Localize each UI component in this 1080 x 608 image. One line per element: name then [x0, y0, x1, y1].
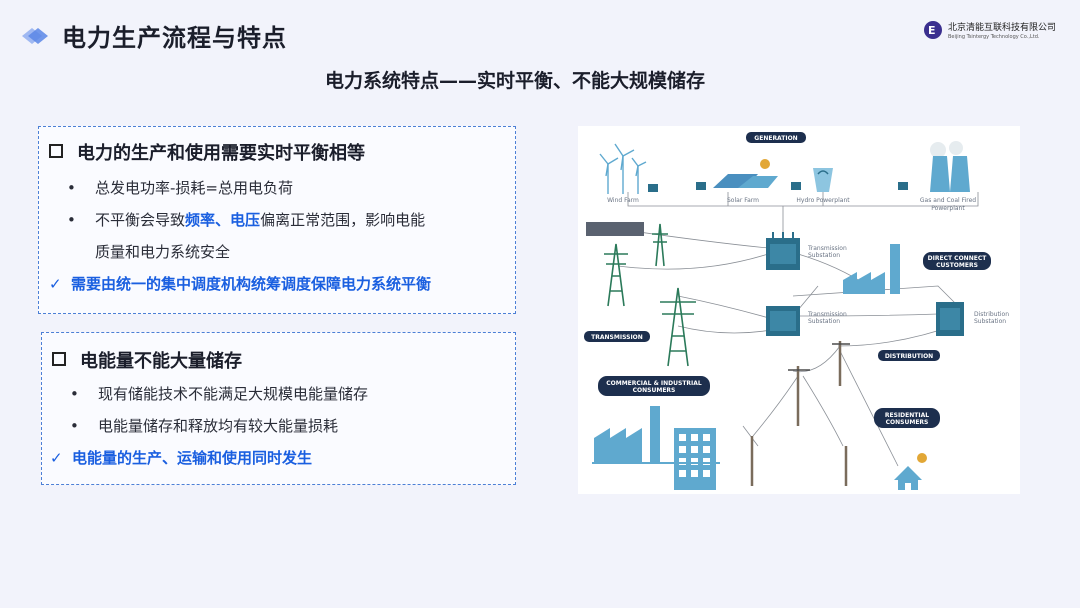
- company-logo: E 北京清能互联科技有限公司 Beijing Tsintergy Technol…: [923, 20, 1056, 40]
- slide-subtitle: 电力系统特点——实时平衡、不能大规模储存: [324, 70, 705, 92]
- check-item: ✓电能量的生产、运输和使用同时发生: [50, 449, 313, 467]
- square-bullet-icon: [52, 352, 66, 366]
- residential-label-bg: [874, 408, 940, 428]
- transmission-substation-label-1: Transmission: [807, 245, 847, 252]
- balance-heading: 电力的生产和使用需要实时平衡相等: [49, 139, 365, 165]
- list-item: •现有储能技术不能满足大规模电能量储存: [70, 385, 369, 403]
- storage-heading: 电能量不能大量储存: [52, 347, 242, 373]
- commercial-label-bg: [598, 376, 710, 396]
- distribution-label: DISTRIBUTION: [885, 353, 933, 360]
- page-title: 电力生产流程与特点: [62, 24, 287, 52]
- highlight-voltage: 电压: [230, 211, 261, 229]
- transmission-substation-2-label-1: Transmission: [807, 311, 847, 318]
- redaction-block: [586, 222, 644, 236]
- gas-coal-plant-icon: [898, 141, 970, 192]
- power-system-diagram: GENERATION Wind Farm Solar Farm Hydro Po…: [578, 126, 1020, 494]
- generation-label: GENERATION: [754, 135, 797, 142]
- distribution-substation-label-1: Distribution: [974, 311, 1009, 318]
- svg-text:E: E: [928, 24, 936, 37]
- wind-turbine-icon: [599, 143, 647, 194]
- direct-connect-label-1: DIRECT CONNECT: [928, 255, 988, 262]
- check-icon: ✓: [50, 449, 63, 467]
- list-item: •不平衡会导致频率、电压偏离正常范围，影响电能: [67, 211, 426, 229]
- hydro-plant-icon: [791, 168, 833, 192]
- distribution-substation-label-2: Substation: [974, 318, 1006, 325]
- office-building-icon: [674, 428, 716, 490]
- transmission-label: TRANSMISSION: [591, 334, 643, 341]
- company-name-cn: 北京清能互联科技有限公司: [947, 23, 1056, 33]
- title-logo-icon: [22, 28, 48, 44]
- list-item: •总发电功率-损耗=总用电负荷: [67, 179, 293, 197]
- bullet-icon: •: [67, 211, 76, 229]
- direct-connect-label-2: CUSTOMERS: [936, 262, 978, 269]
- distribution-label-bg: [878, 350, 940, 361]
- residential-label-2: CONSUMERS: [886, 419, 929, 426]
- residential-label-1: RESIDENTIAL: [885, 412, 929, 419]
- transmission-substation-icon: [766, 232, 800, 270]
- distribution-substation-icon: [936, 302, 964, 336]
- direct-connect-label-bg: [923, 252, 991, 270]
- industrial-building-icon: [594, 406, 660, 464]
- storage-section: 电能量不能大量储存 •现有储能技术不能满足大规模电能量储存 •电能量储存和释放均…: [41, 332, 516, 485]
- bullet-icon: •: [70, 417, 79, 435]
- company-name-en: Beijing Tsintergy Technology Co.,Ltd.: [947, 34, 1040, 40]
- transmission-label-bg: [584, 331, 650, 342]
- house-icon: [894, 453, 927, 490]
- gas-coal-label-2: Powerplant: [931, 205, 965, 212]
- transmission-substation-2-icon: [766, 306, 800, 336]
- check-icon: ✓: [49, 275, 62, 293]
- hydro-powerplant-label: Hydro Powerplant: [796, 197, 850, 204]
- list-item: •电能量储存和释放均有较大能量损耗: [70, 417, 339, 435]
- bullet-icon: •: [70, 385, 79, 403]
- company-logo-icon: E: [923, 21, 942, 39]
- transmission-substation-label-2: Substation: [808, 252, 840, 259]
- solar-panel-icon: [696, 159, 778, 190]
- check-item: ✓需要由统一的集中调度机构统筹调度保障电力系统平衡: [49, 275, 432, 293]
- transmission-substation-2-label-2: Substation: [808, 318, 840, 325]
- commercial-label-2: CONSUMERS: [633, 387, 676, 394]
- power-system-svg: GENERATION Wind Farm Solar Farm Hydro Po…: [584, 132, 1009, 490]
- generation-label-bg: [746, 132, 806, 143]
- list-item-continuation: 质量和电力系统安全: [95, 243, 231, 261]
- gas-coal-label-1: Gas and Coal Fired: [920, 197, 976, 204]
- factory-icon: [843, 244, 900, 294]
- highlight-frequency: 频率: [185, 211, 216, 229]
- balance-section: 电力的生产和使用需要实时平衡相等 •总发电功率-损耗=总用电负荷 •不平衡会导致…: [38, 126, 516, 314]
- transmission-tower-icon: [604, 223, 696, 367]
- square-bullet-icon: [49, 144, 63, 158]
- bullet-icon: •: [67, 179, 76, 197]
- utility-pole-icon: [750, 341, 848, 486]
- solar-farm-label: Solar Farm: [727, 197, 759, 204]
- commercial-label-1: COMMERCIAL & INDUSTRIAL: [606, 380, 702, 387]
- wind-farm-label: Wind Farm: [607, 197, 639, 204]
